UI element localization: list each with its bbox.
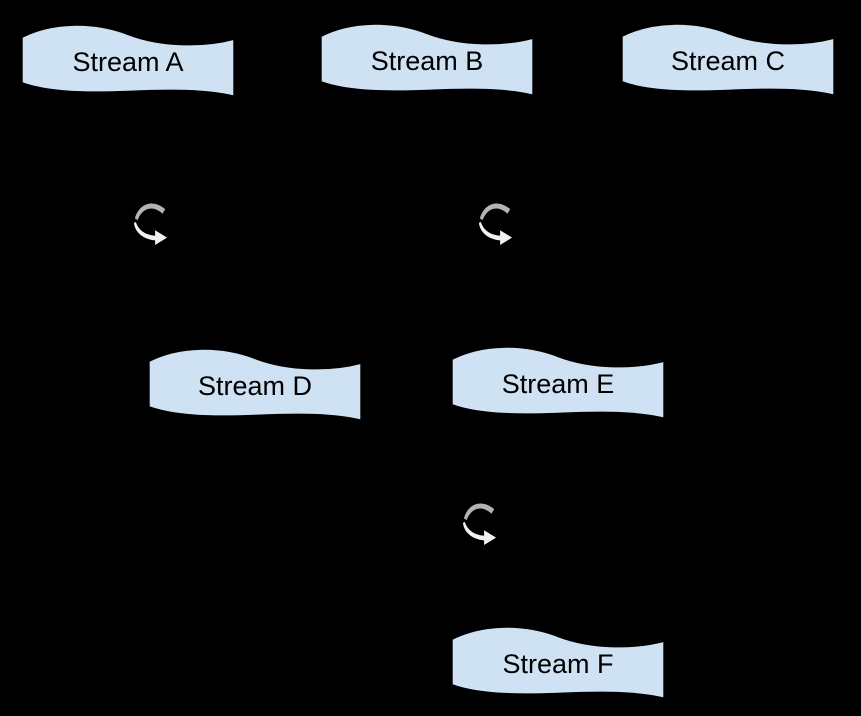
loop-arrow-icon	[132, 199, 169, 245]
node-stream-c: Stream C	[621, 22, 835, 98]
node-stream-e: Stream E	[451, 345, 665, 421]
node-stream-a: Stream A	[21, 23, 235, 99]
node-stream-b: Stream B	[320, 22, 534, 98]
node-stream-f: Stream F	[451, 625, 665, 701]
wave-tape-shape	[148, 348, 362, 421]
loop-arrow-icon	[477, 199, 514, 245]
loop-arrow-icon	[461, 499, 498, 545]
wave-tape-shape	[451, 626, 665, 699]
node-stream-d: Stream D	[148, 347, 362, 423]
wave-tape-shape	[320, 23, 534, 96]
wave-tape-shape	[21, 24, 235, 97]
wave-tape-shape	[451, 346, 665, 419]
wave-tape-shape	[621, 23, 835, 96]
